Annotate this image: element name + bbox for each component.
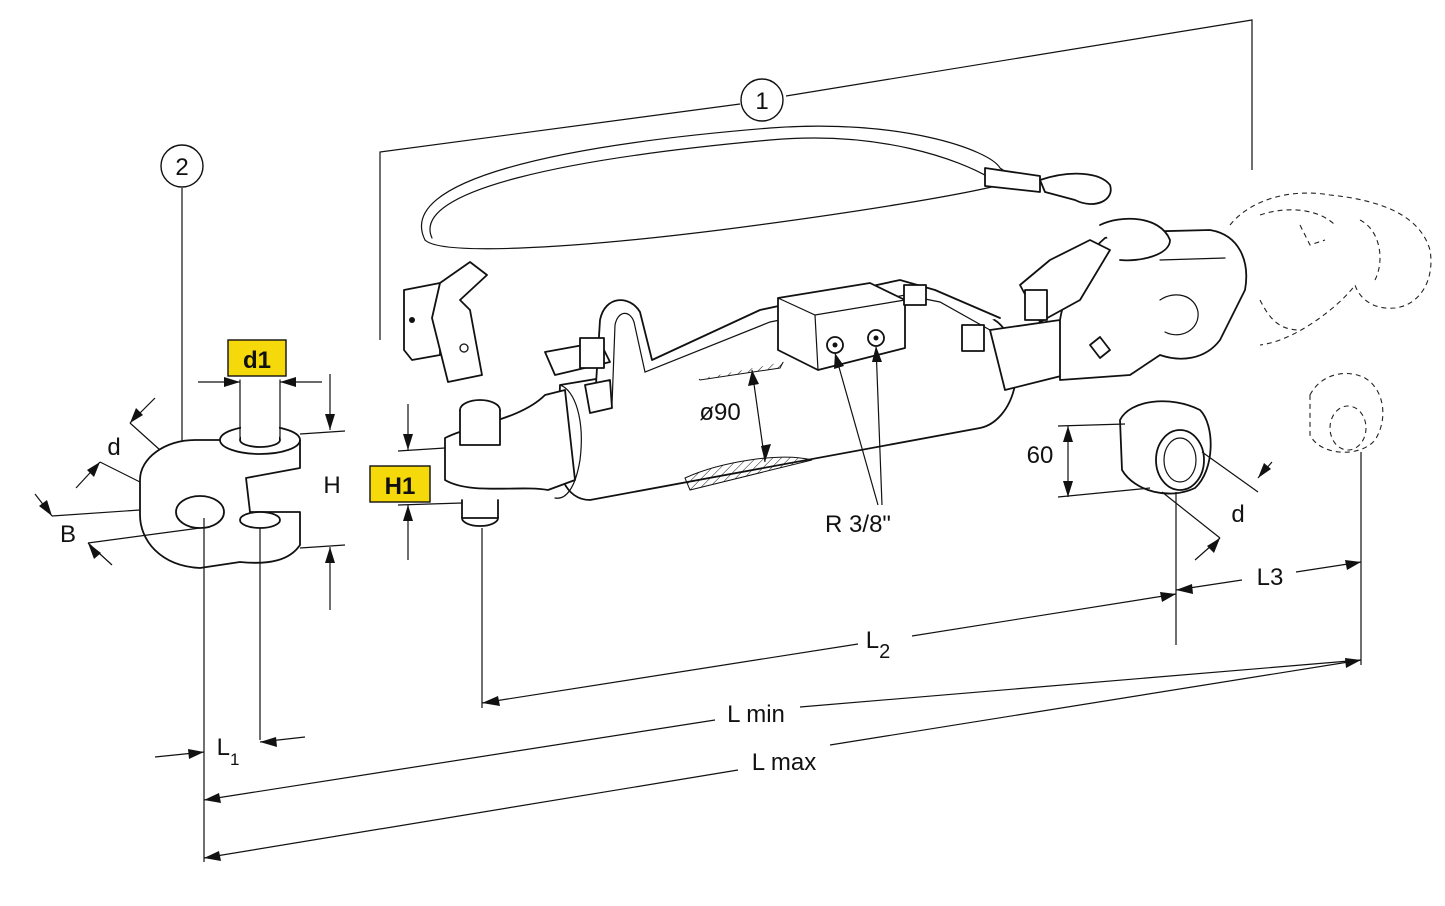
- dim-L1: L1: [154, 734, 306, 769]
- dim-L3: L3: [1175, 560, 1362, 594]
- hydraulic-pipe: [544, 279, 1001, 414]
- label-Lmax: L max: [752, 749, 816, 776]
- dim-d-fork: d: [75, 397, 161, 489]
- dim-d1: [198, 377, 322, 387]
- label-d-fork: d: [107, 434, 120, 461]
- dim-d-ball: d: [1161, 451, 1273, 561]
- label-diameter: ø90: [699, 399, 740, 426]
- clip-bracket: [403, 261, 488, 383]
- label-Lmin: L min: [727, 701, 785, 728]
- dim-B: B: [34, 493, 201, 566]
- label-d-ball: d: [1231, 501, 1244, 528]
- callout-1-label: 1: [755, 88, 768, 115]
- badge-d1-label: d1: [243, 347, 271, 374]
- callout-1: 1: [740, 78, 784, 122]
- top-link-hook: [1019, 217, 1248, 381]
- dim-diameter: ø90: [699, 369, 771, 463]
- callout-1-leader: [379, 19, 1253, 340]
- badge-d1: d1: [227, 339, 287, 377]
- label-H: H: [323, 472, 340, 499]
- ball-solid: [1119, 400, 1212, 495]
- hook-dashed: [1229, 192, 1432, 346]
- label-L1: L1: [217, 734, 240, 769]
- extension-lines: [203, 452, 1362, 862]
- badge-H1-label: H1: [385, 473, 416, 500]
- ball-dashed: [1309, 372, 1384, 453]
- label-port-thread: R 3/8": [825, 511, 891, 538]
- dim-port-thread: R 3/8": [825, 345, 891, 538]
- dim-60: 60: [1027, 423, 1151, 498]
- callout-2: 2: [160, 144, 204, 452]
- callout-2-label: 2: [175, 154, 188, 181]
- dim-Lmin: L min: [203, 658, 1362, 803]
- dim-Lmax: L max: [203, 659, 1362, 861]
- label-B: B: [60, 521, 76, 548]
- dim-H1: [397, 404, 463, 560]
- safety-cable: [420, 125, 1112, 250]
- label-L2: L2: [866, 627, 890, 663]
- badge-H1: H1: [369, 465, 431, 503]
- label-L3: L3: [1257, 564, 1284, 591]
- dim-L2: L2: [481, 592, 1177, 706]
- label-60: 60: [1027, 442, 1054, 469]
- fork-end: [139, 374, 301, 569]
- dim-H: H: [299, 374, 346, 610]
